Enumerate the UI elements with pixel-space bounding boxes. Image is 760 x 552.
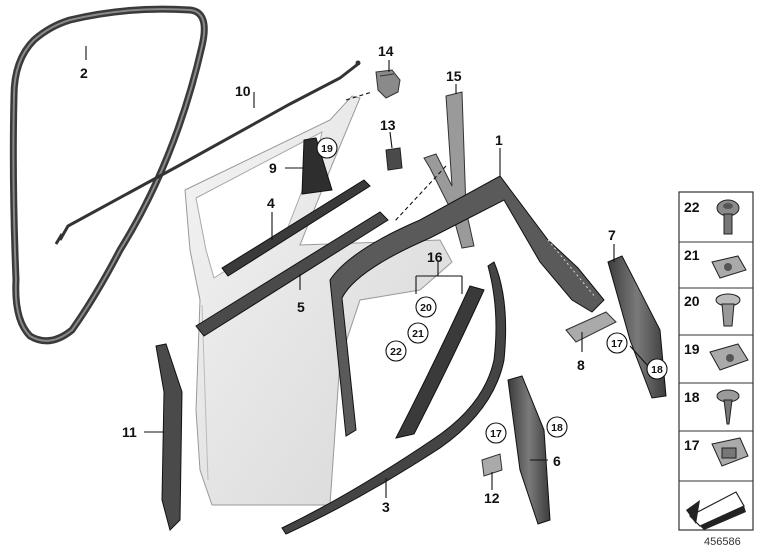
callout-9: 9 bbox=[269, 160, 277, 176]
part-14-clip bbox=[375, 69, 401, 99]
circled-20: 20 bbox=[420, 302, 432, 314]
fastener-legend: 22 21 20 19 18 17 bbox=[678, 191, 754, 531]
circled-callouts: 19 20 21 22 17 18 17 18 bbox=[316, 137, 668, 444]
self-tapping-screw-icon bbox=[716, 389, 740, 425]
legend-17: 17 bbox=[684, 437, 700, 453]
callout-11: 11 bbox=[122, 424, 137, 440]
screw-icon bbox=[716, 199, 740, 235]
expanding-rivet-icon bbox=[715, 293, 741, 327]
legend-20: 20 bbox=[684, 293, 700, 309]
part-13-cap bbox=[385, 147, 403, 171]
callout-4: 4 bbox=[267, 195, 275, 211]
callout-10: 10 bbox=[235, 83, 251, 99]
leader-lines bbox=[85, 46, 649, 498]
part-6-pillar-cover bbox=[507, 375, 551, 525]
callout-3: 3 bbox=[382, 499, 390, 515]
part-5-rail bbox=[195, 211, 389, 337]
circled-18-upper: 18 bbox=[651, 364, 663, 376]
part-12-pad bbox=[481, 453, 503, 477]
callout-15: 15 bbox=[446, 68, 462, 84]
callout-labels: 1 2 3 4 5 6 7 8 9 10 11 12 13 14 15 16 bbox=[80, 43, 616, 515]
part-11-pillar bbox=[155, 343, 183, 531]
part-9-trim bbox=[301, 137, 333, 195]
direction-arrow-icon bbox=[686, 491, 746, 530]
callout-2: 2 bbox=[80, 65, 88, 81]
clip-nut-icon bbox=[709, 343, 749, 371]
circled-19: 19 bbox=[321, 143, 333, 155]
callout-6: 6 bbox=[553, 453, 561, 469]
circled-17-lower: 17 bbox=[490, 428, 502, 440]
callout-12: 12 bbox=[484, 490, 500, 506]
circled-22: 22 bbox=[390, 346, 402, 358]
callout-7: 7 bbox=[608, 227, 616, 243]
part-8-pad bbox=[565, 311, 617, 343]
part-4-rail bbox=[221, 179, 371, 277]
callout-14: 14 bbox=[378, 43, 394, 59]
callout-16: 16 bbox=[427, 249, 443, 265]
legend-22: 22 bbox=[684, 199, 700, 215]
callout-1: 1 bbox=[495, 132, 503, 148]
circled-17-upper: 17 bbox=[611, 338, 623, 350]
reference-number: 456586 bbox=[704, 536, 741, 548]
callout-8: 8 bbox=[577, 357, 585, 373]
door-seal-part bbox=[9, 5, 208, 345]
callout-5: 5 bbox=[297, 299, 305, 315]
retaining-clip-icon bbox=[711, 437, 749, 467]
window-frame-part bbox=[329, 175, 605, 437]
legend-18: 18 bbox=[684, 389, 700, 405]
legend-21: 21 bbox=[684, 247, 700, 263]
channel-strip-part bbox=[54, 60, 361, 245]
inner-arch-trim bbox=[395, 285, 485, 439]
circled-21: 21 bbox=[412, 328, 424, 340]
spring-nut-icon bbox=[711, 255, 747, 279]
circled-18-lower: 18 bbox=[551, 422, 563, 434]
callout-13: 13 bbox=[380, 117, 396, 133]
legend-19: 19 bbox=[684, 341, 700, 357]
part-3-strip bbox=[281, 261, 507, 535]
